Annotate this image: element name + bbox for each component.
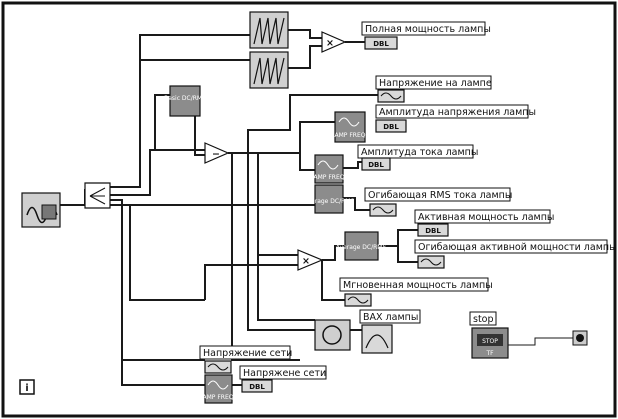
label-stop-box — [469, 311, 497, 326]
label-mains-box — [199, 345, 291, 360]
label-instant-power-box — [339, 277, 489, 292]
label-mains2-box — [239, 365, 327, 380]
split-signal-node[interactable] — [84, 182, 111, 209]
basic-dc-rms-block[interactable]: Basic DC/RMS — [164, 85, 206, 117]
average-dc-rms-current-block[interactable]: Average DC/RMS — [304, 184, 355, 214]
amp-freq-current-block[interactable]: AMP FREQ — [314, 154, 345, 184]
stop-button[interactable]: STOP TF — [471, 327, 509, 359]
subtract-node[interactable]: − — [204, 142, 230, 164]
label-active-power-box — [414, 209, 551, 224]
svg-text:DBL: DBL — [425, 227, 441, 235]
label-active-power: Активная мощность лампы — [418, 212, 554, 223]
label-voltage-amplitude: Амплитуда напряжения лампы — [379, 107, 536, 118]
svg-text:DBL: DBL — [383, 123, 399, 131]
label-lamp-voltage: Напряжение на лампе — [379, 78, 492, 89]
indicator-active-envelope-graph[interactable] — [417, 255, 445, 269]
average-dc-rms-power-text: Average DC/RMS — [336, 244, 387, 251]
info-icon[interactable]: i — [19, 379, 35, 395]
amp-freq-current-text: AMP FREQ — [314, 174, 345, 181]
graph-top-1-icon[interactable] — [249, 11, 289, 49]
amp-freq-voltage-block[interactable]: AMP FREQ — [334, 111, 366, 143]
multiply-node-top[interactable]: × — [321, 31, 347, 53]
multiply-node-bottom[interactable]: × — [297, 249, 324, 271]
label-rms-envelope-box — [364, 187, 511, 202]
label-instant-power: Мгновенная мощность лампы — [343, 280, 493, 291]
label-active-envelope-box — [414, 239, 608, 254]
label-voltage-amplitude-box — [375, 104, 529, 119]
label-full-power: Полная мощность лампы — [365, 24, 491, 35]
label-rms-envelope: Огибающая RMS тока лампы — [368, 190, 512, 201]
vac-xy-graph-icon[interactable] — [314, 319, 351, 351]
svg-text:TF: TF — [485, 350, 494, 357]
wires — [60, 29, 575, 386]
indicator-current-amplitude[interactable]: DBL — [361, 157, 391, 171]
indicator-rms-envelope-graph[interactable] — [369, 203, 397, 217]
signal-source-icon[interactable] — [21, 192, 61, 228]
amp-freq-voltage-text: AMP FREQ — [335, 132, 366, 139]
label-mains2: Напряжене сети — [243, 368, 326, 379]
average-dc-rms-current-text: Average DC/RMS — [304, 198, 355, 205]
label-current-amplitude-box — [357, 144, 474, 159]
label-mains: Напряжение сети — [203, 348, 292, 359]
label-lamp-voltage-box — [375, 75, 492, 90]
svg-text:×: × — [302, 256, 310, 267]
indicator-lamp-voltage-graph[interactable] — [377, 89, 405, 103]
indicator-mains-graph[interactable] — [204, 360, 232, 374]
svg-text:DBL: DBL — [373, 40, 389, 48]
svg-text:×: × — [326, 38, 334, 49]
indicator-instant-power-graph[interactable] — [344, 293, 372, 307]
loop-condition-icon[interactable] — [572, 330, 588, 346]
label-current-amplitude: Амплитуда тока лампы — [361, 147, 478, 158]
amp-freq-mains-block[interactable]: AMP FREQ — [203, 374, 234, 404]
graph-top-2-icon[interactable] — [249, 51, 289, 89]
svg-text:DBL: DBL — [368, 161, 384, 169]
average-dc-rms-power-block[interactable]: Average DC/RMS — [336, 231, 387, 261]
label-full-power-box — [361, 21, 486, 36]
label-vac-box — [359, 309, 421, 324]
label-active-envelope: Огибающая активной мощности лампы — [418, 242, 617, 253]
indicator-voltage-amplitude[interactable]: DBL — [375, 119, 407, 133]
svg-text:i: i — [25, 383, 28, 394]
label-vac: ВАХ лампы — [363, 312, 418, 323]
indicator-active-power[interactable]: DBL — [417, 223, 449, 237]
basic-dc-rms-text: Basic DC/RMS — [164, 95, 206, 102]
svg-text:−: − — [212, 149, 220, 160]
amp-freq-mains-text: AMP FREQ — [203, 394, 234, 401]
indicator-mains-amplitude[interactable]: DBL — [241, 379, 273, 393]
svg-text:STOP: STOP — [482, 338, 498, 345]
svg-text:DBL: DBL — [249, 383, 265, 391]
indicator-full-power[interactable]: DBL — [364, 36, 398, 50]
indicator-vac-graph[interactable] — [361, 324, 393, 354]
label-stop: stop — [473, 314, 494, 325]
